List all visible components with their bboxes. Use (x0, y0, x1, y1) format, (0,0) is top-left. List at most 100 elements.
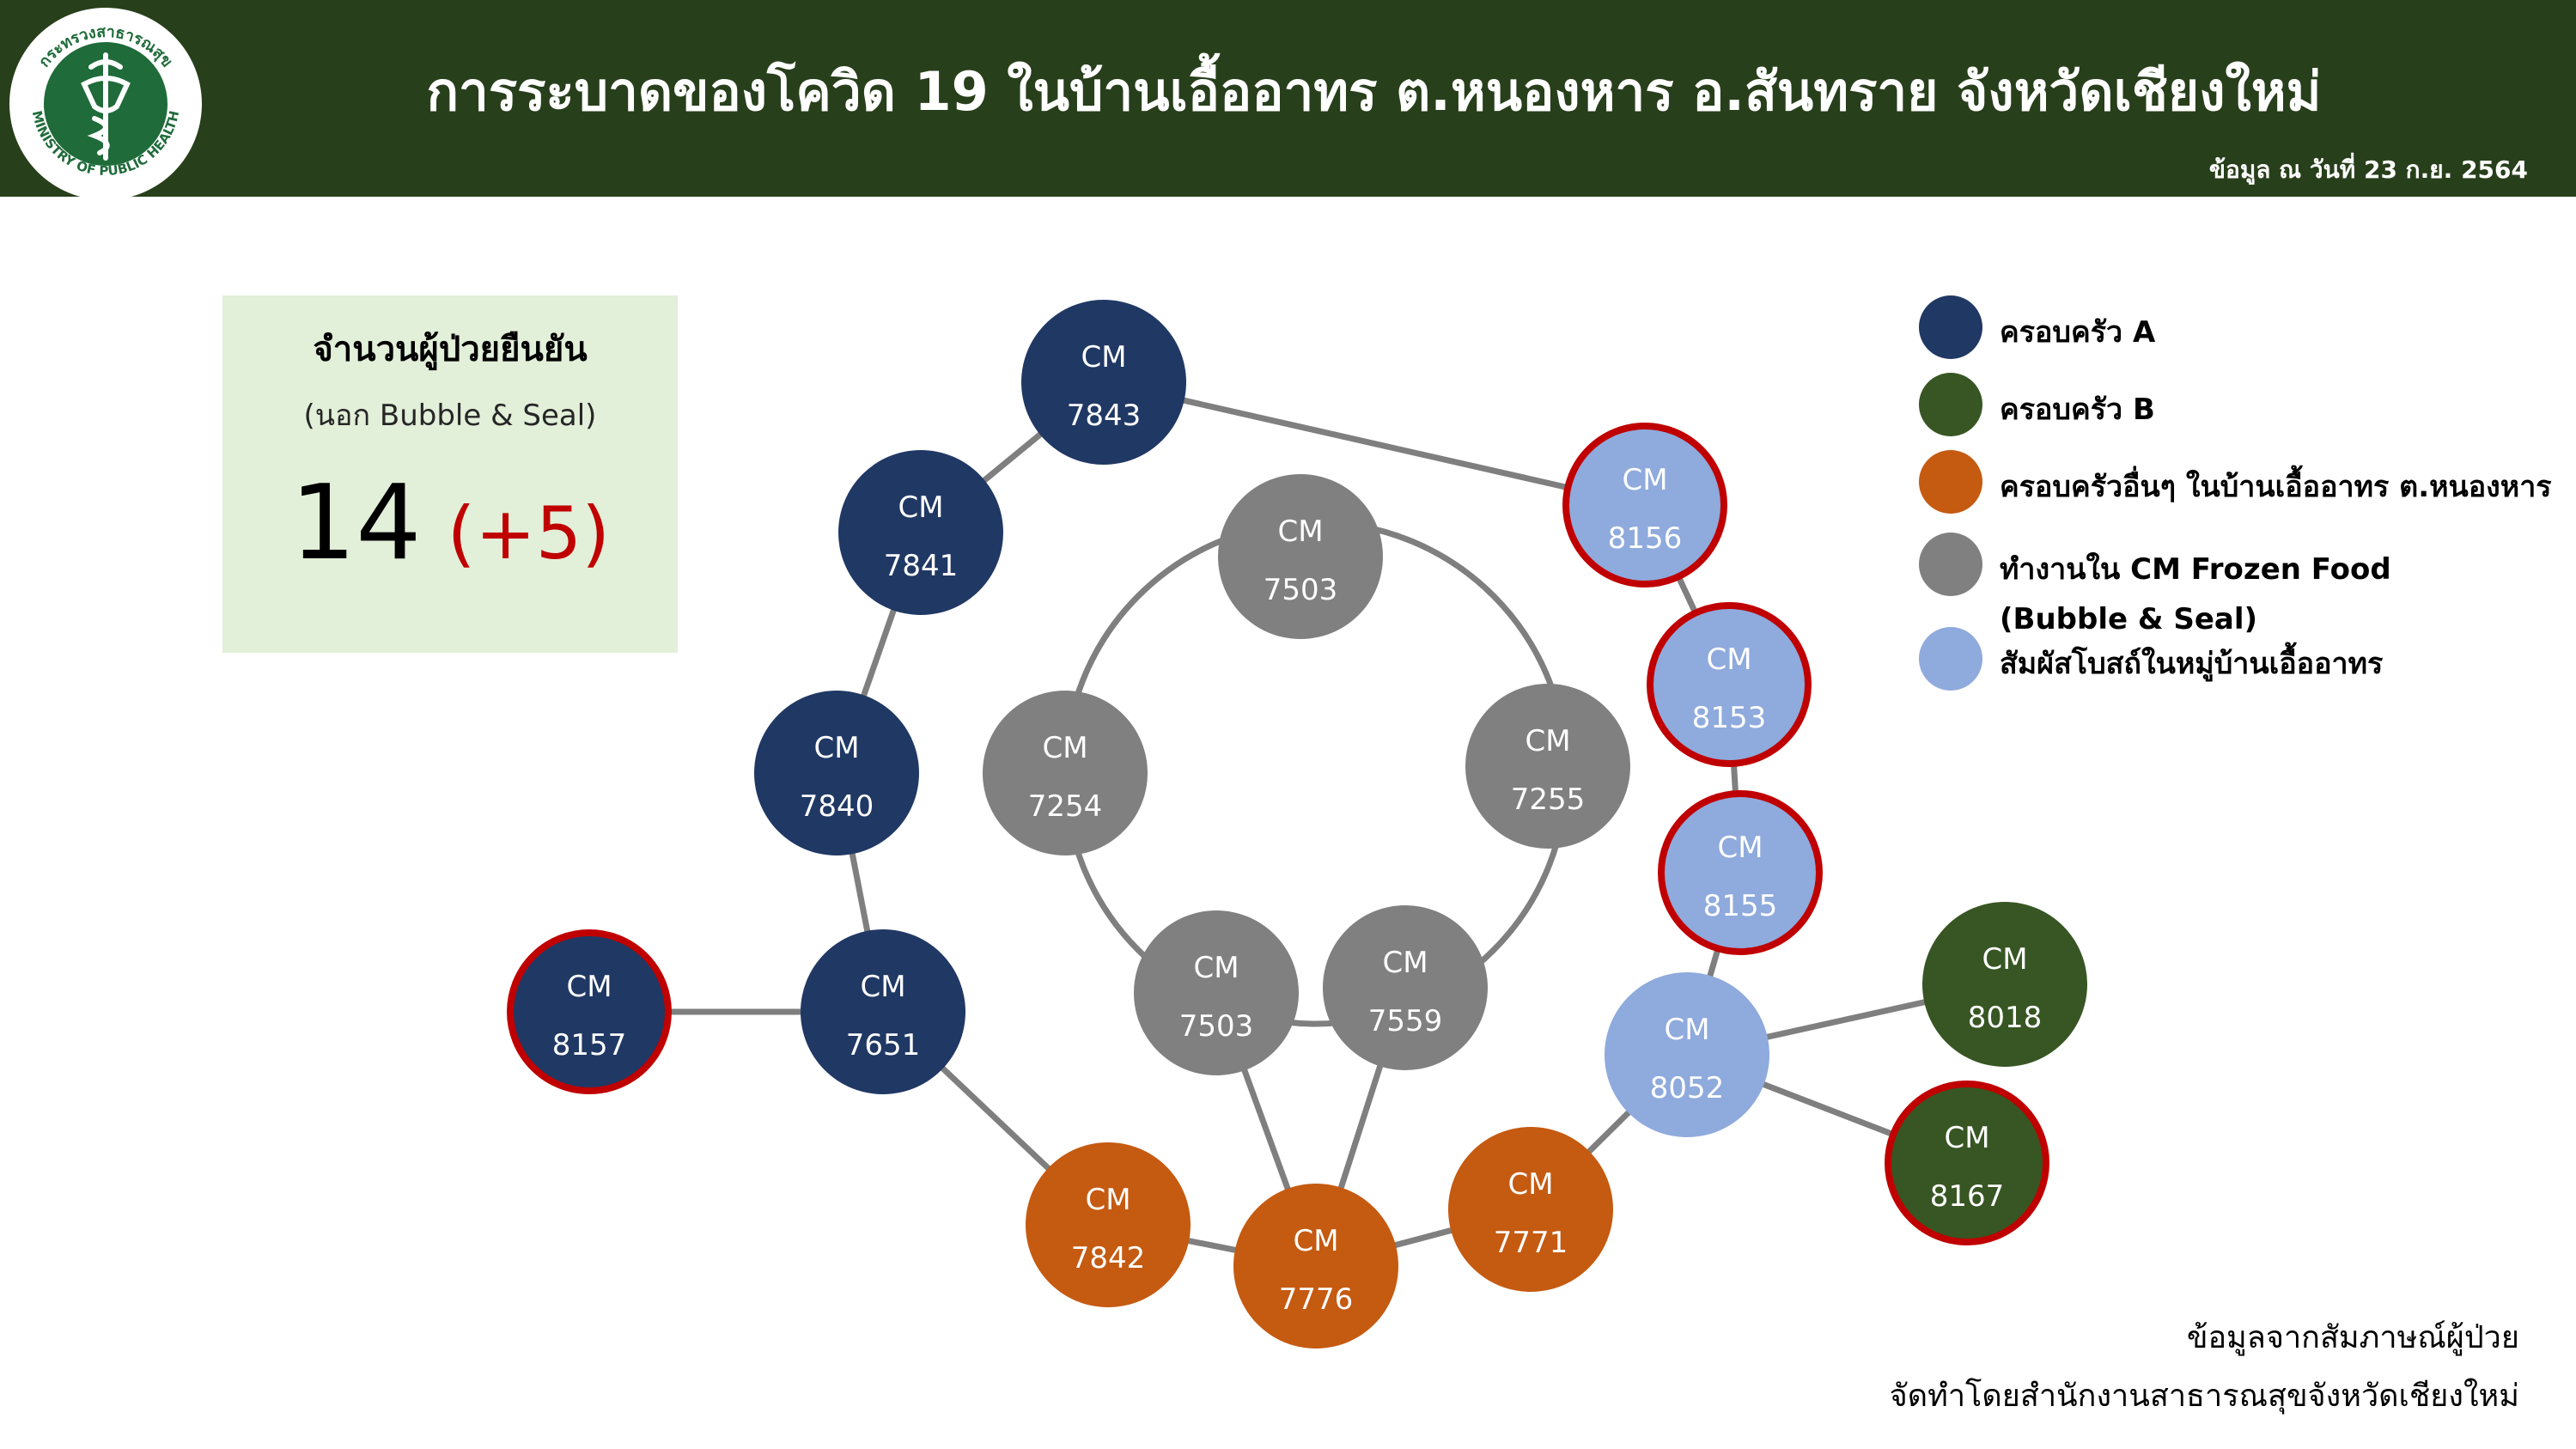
source-note: ข้อมูลจากสัมภาษณ์ผู้ป่วย จัดทำโดยสำนักงา… (1890, 1309, 2519, 1426)
seal-caduceus-icon (81, 52, 131, 161)
case-circle-7503a (1218, 474, 1383, 639)
case-prefix-label: CM (1525, 724, 1570, 758)
legend-label: ครอบครัว A (2000, 307, 2155, 357)
case-circle-8156 (1562, 423, 1727, 588)
case-code-label: 7842 (1071, 1241, 1146, 1275)
case-circle-8153 (1647, 602, 1812, 767)
case-node-7771: CM 7771 (1448, 1127, 1613, 1292)
case-circle-7254 (983, 691, 1148, 855)
legend-label: ครอบครัวอื่นๆ ในบ้านเอื้ออาทร ต.หนองหาร (2000, 462, 2552, 512)
page-title: การระบาดของโควิด 19 ในบ้านเอื้ออาทร ต.หน… (426, 60, 2322, 123)
legend-label-line: ครอบครัวอื่นๆ ในบ้านเอื้ออาทร ต.หนองหาร (2000, 470, 2552, 504)
case-circle-7651 (801, 929, 965, 1094)
case-node-7503a: CM 7503 (1218, 474, 1383, 639)
case-node-8156: CM 8156 (1562, 423, 1727, 588)
case-circle-8167 (1885, 1081, 2049, 1245)
case-prefix-label: CM (1193, 951, 1239, 985)
case-prefix-label: CM (1081, 340, 1126, 374)
case-node-8155: CM 8155 (1658, 790, 1823, 955)
case-circle-7843 (1021, 300, 1186, 465)
case-circle-7841 (838, 450, 1003, 615)
legend-label: ครอบครัว B (2000, 385, 2155, 435)
case-node-7559: CM 7559 (1323, 905, 1488, 1070)
case-code-label: 7503 (1264, 573, 1338, 607)
case-code-label: 8153 (1692, 701, 1767, 735)
case-circle-8157 (507, 929, 672, 1094)
data-date: ข้อมูล ณ วันที่ 23 ก.ย. 2564 (2208, 155, 2528, 184)
case-code-label: 8167 (1930, 1179, 2005, 1214)
case-circle-8018 (1922, 902, 2087, 1067)
legend-label-line-2: (Bubble & Seal) (2000, 602, 2258, 636)
case-circle-7559 (1323, 905, 1488, 1070)
case-code-label: 7651 (846, 1028, 921, 1062)
edge-7843-8156 (1103, 379, 1646, 508)
case-node-8157: CM 8157 (507, 929, 672, 1094)
case-node-8052: CM 8052 (1605, 972, 1769, 1137)
case-circle-7255 (1465, 684, 1630, 849)
case-prefix-label: CM (1622, 463, 1667, 497)
case-code-label: 7559 (1368, 1004, 1443, 1038)
legend-label-line: ครอบครัว A (2000, 315, 2156, 350)
case-code-label: 7840 (800, 789, 874, 824)
case-prefix-label: CM (813, 731, 859, 765)
case-circle-7842 (1026, 1142, 1191, 1307)
case-node-8167: CM 8167 (1885, 1081, 2049, 1245)
case-code-label: 7776 (1279, 1282, 1354, 1317)
case-prefix-label: CM (1382, 946, 1428, 980)
confirmed-count-label: จำนวนผู้ป่วยยืนยัน (313, 330, 588, 369)
case-prefix-label: CM (1507, 1167, 1553, 1202)
case-code-label: 8018 (1968, 1001, 2043, 1035)
confirmed-count-sublabel: (นอก Bubble & Seal) (303, 399, 597, 433)
case-prefix-label: CM (1085, 1183, 1130, 1217)
case-prefix-label: CM (1982, 942, 2027, 977)
case-code-label: 7255 (1511, 782, 1586, 817)
case-prefix-label: CM (1706, 642, 1751, 677)
header-bar: MINISTRY OF PUBLIC HEALTH กระทรวงสาธารณส… (0, 0, 2576, 200)
case-circle-7771 (1448, 1127, 1613, 1292)
legend-label-line: ครอบครัว B (2000, 393, 2155, 427)
case-circle-7776 (1233, 1184, 1398, 1349)
case-code-label: 7254 (1028, 789, 1103, 824)
case-circle-7840 (754, 691, 919, 855)
source-line-2: จัดทำโดยสำนักงานสาธารณสุขจังหวัดเชียงใหม… (1889, 1379, 2519, 1414)
confirmed-count-panel: จำนวนผู้ป่วยยืนยัน (นอก Bubble & Seal) 1… (222, 295, 678, 653)
case-prefix-label: CM (1293, 1224, 1338, 1258)
case-node-7255: CM 7255 (1465, 684, 1630, 849)
case-prefix-label: CM (860, 970, 905, 1004)
case-circle-8052 (1605, 972, 1769, 1137)
case-prefix-label: CM (566, 970, 612, 1004)
case-code-label: 8155 (1703, 889, 1778, 923)
case-node-7651: CM 7651 (801, 929, 965, 1094)
ministry-seal-logo: MINISTRY OF PUBLIC HEALTH กระทรวงสาธารณส… (9, 8, 202, 200)
case-code-label: 8052 (1650, 1071, 1725, 1105)
confirmed-count-value: 14 (289, 464, 422, 583)
case-prefix-label: CM (1944, 1121, 1989, 1155)
case-code-label: 7771 (1494, 1226, 1568, 1260)
legend-swatch (1919, 373, 1982, 436)
case-prefix-label: CM (898, 490, 943, 525)
legend-label: สัมผัสโบสถ์ในหมู่บ้านเอื้ออาทร (2000, 639, 2383, 689)
legend-swatch (1919, 533, 1982, 596)
case-prefix-label: CM (1277, 514, 1323, 549)
case-circle-7503b (1134, 910, 1299, 1075)
case-prefix-label: CM (1042, 731, 1087, 765)
case-node-7254: CM 7254 (983, 691, 1148, 855)
legend-label: ทำงานใน CM Frozen Food(Bubble & Seal) (2000, 545, 2391, 644)
legend-swatch (1919, 627, 1982, 691)
case-node-8018: CM 8018 (1922, 902, 2087, 1067)
case-node-7840: CM 7840 (754, 691, 919, 855)
case-prefix-label: CM (1717, 831, 1763, 865)
legend-label-line: สัมผัสโบสถ์ในหมู่บ้านเอื้ออาทร (2000, 647, 2384, 681)
case-code-label: 8157 (552, 1028, 627, 1062)
confirmed-count-line: 14(+5) (222, 464, 678, 583)
case-code-label: 8156 (1608, 521, 1683, 556)
legend-swatch (1919, 295, 1982, 359)
case-prefix-label: CM (1664, 1013, 1709, 1047)
case-node-7776: CM 7776 (1233, 1184, 1398, 1349)
case-node-7842: CM 7842 (1026, 1142, 1191, 1307)
